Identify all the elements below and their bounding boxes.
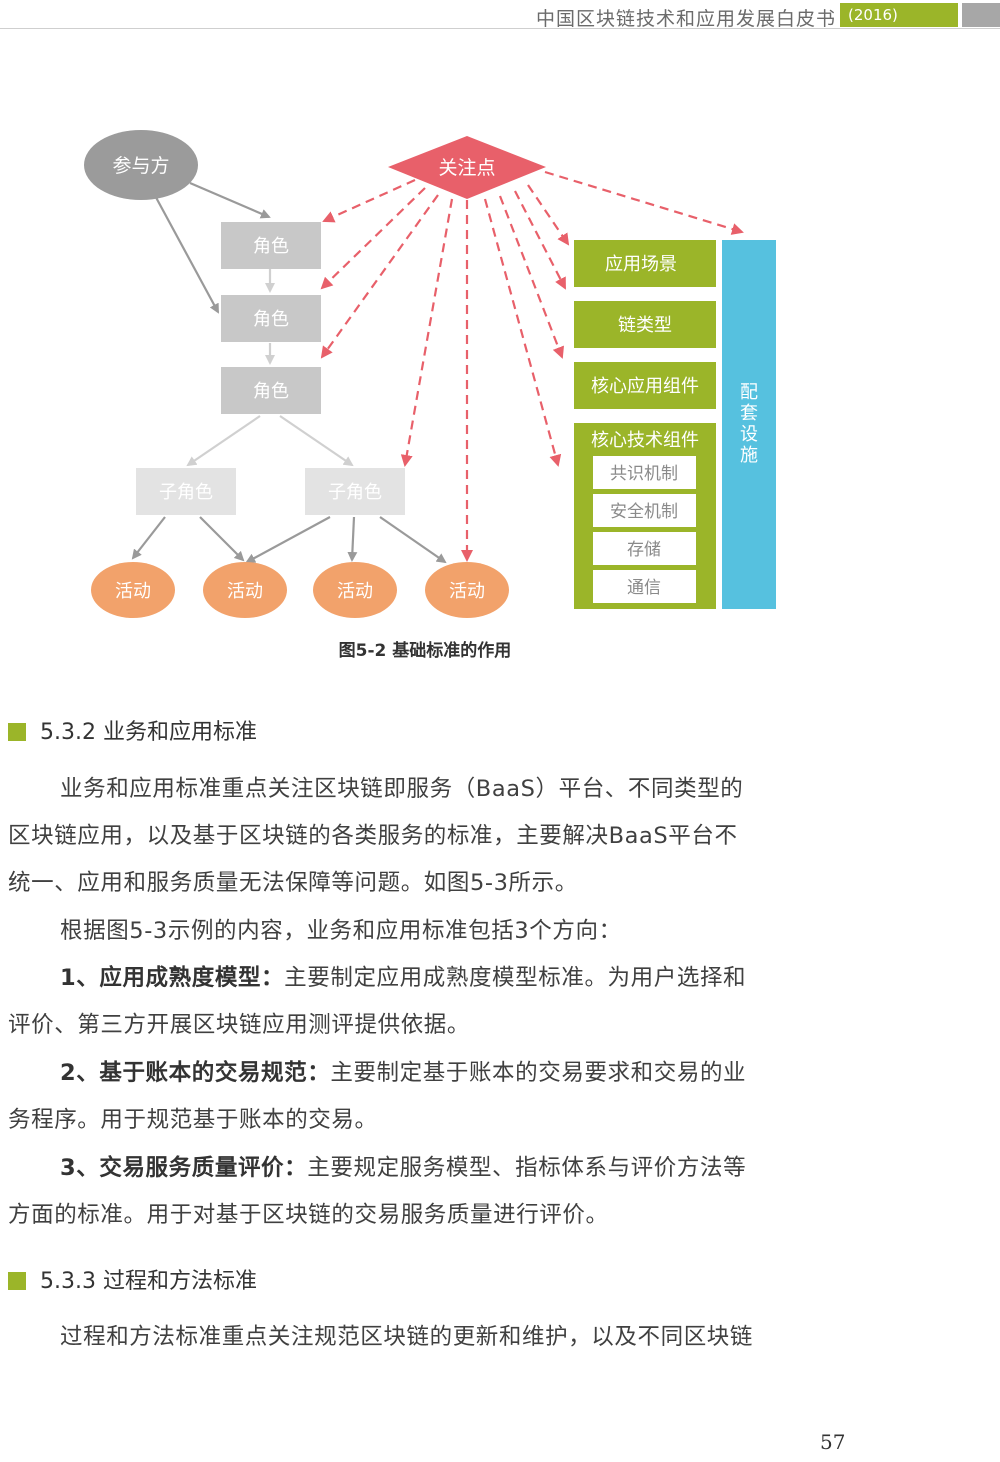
list-item: 2、基于账本的交易规范：主要制定基于账本的交易要求和交易的业 务程序。用于规范基… <box>8 1050 848 1144</box>
chain-type-label: 链类型 <box>618 315 672 336</box>
activity-node <box>313 562 397 618</box>
infra-char: 套 <box>740 403 758 424</box>
header-title: 中国区块链技术和应用发展白皮书 <box>535 8 836 30</box>
infra-char: 设 <box>740 424 758 445</box>
section-heading-text: 5.3.2 业务和应用标准 <box>40 720 257 745</box>
core-app-box <box>574 362 716 409</box>
core-app-label: 核心应用组件 <box>591 376 699 397</box>
text-line: 务程序。用于规范基于账本的交易。 <box>8 1107 378 1133</box>
role-label: 角色 <box>253 381 289 402</box>
text-line: 业务和应用标准重点关注区块链即服务（BaaS）平台、不同类型的 <box>60 776 744 802</box>
core-tech-sub-label: 存储 <box>627 540 661 560</box>
text-line: 方面的标准。用于对基于区块链的交易服务质量进行评价。 <box>8 1202 609 1228</box>
core-tech-sub-box <box>593 456 696 489</box>
role-label: 角色 <box>253 309 289 330</box>
activity-node <box>91 562 175 618</box>
activity-node <box>203 562 287 618</box>
activity-label: 活动 <box>449 581 485 602</box>
core-tech-sub-box <box>593 494 696 527</box>
role-box <box>221 222 321 269</box>
activity-label: 活动 <box>115 581 151 602</box>
app-scenario-box <box>574 240 716 287</box>
core-tech-sub-box <box>593 570 696 603</box>
figure-caption: 图5-2 基础标准的作用 <box>338 641 512 661</box>
text-line: 过程和方法标准重点关注规范区块链的更新和维护，以及不同区块链 <box>60 1324 754 1350</box>
text-line: 评价、第三方开展区块链应用测评提供依据。 <box>8 1012 471 1038</box>
section-heading: 5.3.2 业务和应用标准 <box>8 714 257 746</box>
core-tech-sub-label: 通信 <box>627 578 661 598</box>
core-tech-sub-label: 共识机制 <box>610 464 678 484</box>
chain-type-box <box>574 301 716 348</box>
role-box <box>221 295 321 342</box>
section-marker <box>8 1272 26 1290</box>
header-divider <box>0 28 1000 29</box>
participant-node <box>84 130 198 200</box>
paragraph: 业务和应用标准重点关注区块链即服务（BaaS）平台、不同类型的 区块链应用，以及… <box>8 766 848 907</box>
text-line: 主要制定应用成熟度模型标准。为用户选择和 <box>284 965 747 991</box>
section-heading: 5.3.3 过程和方法标准 <box>8 1263 257 1295</box>
focus-node <box>388 136 546 199</box>
activity-label: 活动 <box>227 581 263 602</box>
focus-arrows <box>320 170 744 562</box>
list-item-title: 2、基于账本的交易规范： <box>60 1060 331 1086</box>
text-line: 区块链应用，以及基于区块链的各类服务的标准，主要解决BaaS平台不 <box>8 823 738 849</box>
core-tech-sub-label: 安全机制 <box>610 502 678 522</box>
role-label: 角色 <box>253 236 289 257</box>
header-grey-block <box>962 3 1000 27</box>
paragraph: 根据图5-3示例的内容，业务和应用标准包括3个方向： <box>8 908 848 955</box>
core-tech-sub-box <box>593 532 696 565</box>
text-line: 主要制定基于账本的交易要求和交易的业 <box>330 1060 747 1086</box>
section-marker <box>8 723 26 741</box>
list-item: 1、应用成熟度模型：主要制定应用成熟度模型标准。为用户选择和 评价、第三方开展区… <box>8 955 848 1049</box>
text-line: 主要规定服务模型、指标体系与评价方法等 <box>307 1155 747 1181</box>
list-item: 3、交易服务质量评价：主要规定服务模型、指标体系与评价方法等 方面的标准。用于对… <box>8 1145 848 1239</box>
figure-diagram: 参与方 关注点 角色 角色 角色 子角色 子角色 活动 活动 活动 活动 应用场… <box>84 130 776 618</box>
app-scenario-label: 应用场景 <box>605 254 677 275</box>
participant-arrows <box>131 181 447 564</box>
subrole-box <box>136 468 236 515</box>
list-item-title: 3、交易服务质量评价： <box>60 1155 308 1181</box>
text-line: 根据图5-3示例的内容，业务和应用标准包括3个方向： <box>60 918 622 944</box>
page-number: 57 <box>820 1430 846 1454</box>
paragraph: 过程和方法标准重点关注规范区块链的更新和维护，以及不同区块链 <box>8 1314 848 1361</box>
core-tech-label: 核心技术组件 <box>591 430 699 451</box>
infra-char: 施 <box>740 445 758 466</box>
section-heading-text: 5.3.3 过程和方法标准 <box>40 1269 257 1294</box>
header-year: (2016) <box>840 3 958 27</box>
subrole-box <box>305 468 405 515</box>
focus-label: 关注点 <box>438 157 495 179</box>
text-line: 统一、应用和服务质量无法保障等问题。如图5-3所示。 <box>8 870 578 896</box>
activity-node <box>425 562 509 618</box>
infra-char: 配 <box>740 382 758 403</box>
subrole-label: 子角色 <box>159 482 213 503</box>
participant-label: 参与方 <box>112 155 169 177</box>
role-box <box>221 367 321 414</box>
activity-label: 活动 <box>337 581 373 602</box>
infra-bar <box>722 240 776 609</box>
list-item-title: 1、应用成熟度模型： <box>60 965 285 991</box>
subrole-label: 子角色 <box>328 482 382 503</box>
